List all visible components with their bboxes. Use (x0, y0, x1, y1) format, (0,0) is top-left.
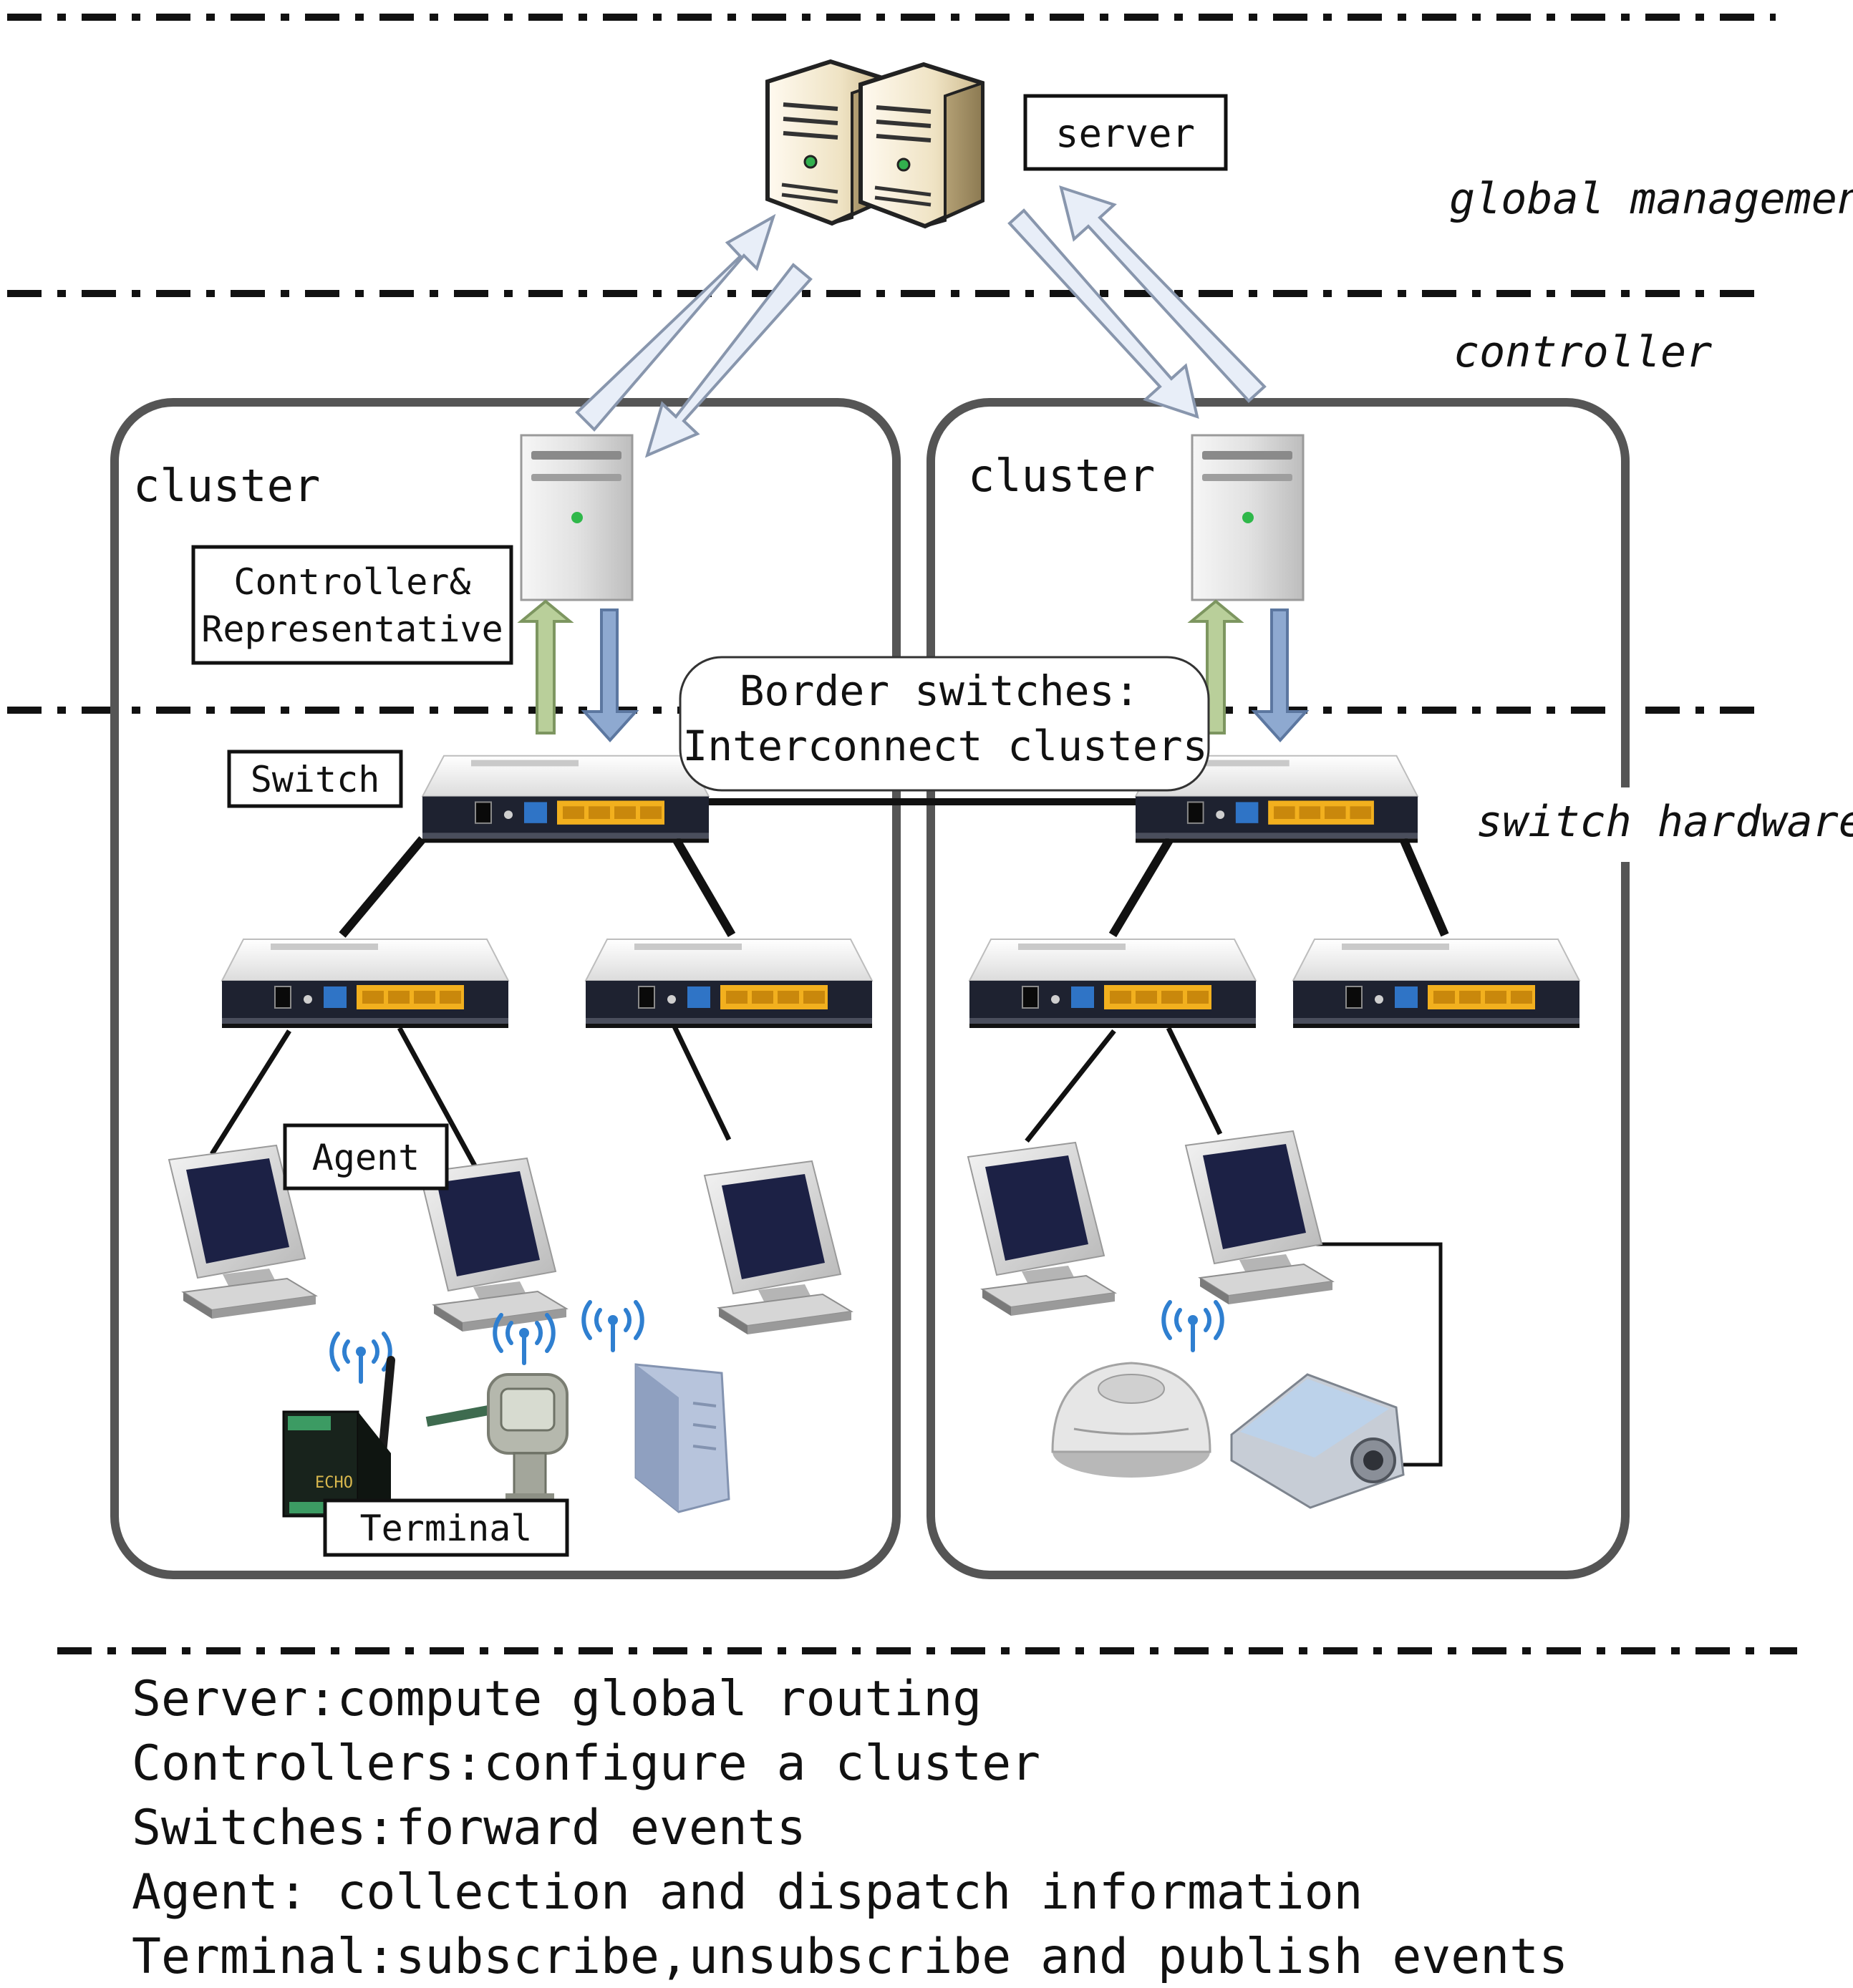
agent-label: Agent (312, 1137, 420, 1178)
cluster-frame-right (927, 398, 1630, 1579)
arrow-left-up (575, 213, 776, 432)
controller-right (1191, 434, 1305, 601)
terminal-tilt-sensor (1230, 1373, 1405, 1509)
server-tower-front (861, 64, 982, 226)
switch-hardware-label-bg (1393, 787, 1852, 862)
arrow-left-down (644, 263, 813, 458)
controller-representative-line2: Representative (201, 608, 503, 650)
border-switch-left (422, 755, 710, 844)
arrow-right-down (1007, 208, 1199, 420)
up-arrow-left (517, 599, 574, 734)
legend: Server:compute global routing Controller… (132, 1671, 1568, 1985)
border-switches-line2: Interconnect clusters (682, 722, 1207, 770)
controller-representative-line1: Controller& (233, 561, 470, 603)
layer-label-global-management: global management (1449, 174, 1853, 224)
arrow-right-up (1059, 185, 1267, 403)
border-switches-callout (679, 656, 1210, 792)
link-pc5-sensor (1282, 1242, 1443, 1467)
legend-agent: Agent: collection and dispatch informati… (132, 1864, 1363, 1921)
link-rmid1-pc4 (1025, 1029, 1116, 1143)
link-l-top-l-mid2 (672, 836, 736, 938)
layer-label-switch-hardware: switch hardware (1476, 797, 1853, 847)
terminal-wall-sensor (634, 1363, 730, 1513)
link-r-top-r-mid1 (1108, 836, 1174, 938)
cluster-frame-left (110, 398, 901, 1579)
wifi-icon (584, 1302, 642, 1350)
switch-label: Switch (251, 759, 380, 800)
agent-label-box (283, 1123, 449, 1191)
device-brand-label: ECHO (315, 1474, 353, 1492)
cluster-label-left: cluster (133, 460, 320, 512)
down-arrow-left (581, 608, 639, 742)
up-arrow-right (1187, 599, 1244, 734)
terminal-label-box (323, 1498, 569, 1557)
border-switches-line1: Border switches: (740, 666, 1140, 715)
terminal-label: Terminal (360, 1508, 533, 1549)
cluster-label-right: cluster (968, 450, 1155, 502)
agent-pc-5 (1185, 1130, 1333, 1305)
legend-terminal: Terminal:subscribe,unsubscribe and publi… (132, 1929, 1568, 1985)
down-arrow-right (1251, 608, 1310, 742)
link-l-top-l-mid1 (339, 836, 426, 938)
switch-left-1 (221, 939, 509, 1029)
network-links (210, 798, 1449, 1467)
terminal-pressure-transmitter (425, 1373, 569, 1511)
switch-right-2 (1292, 939, 1580, 1029)
wifi-icon (332, 1334, 390, 1382)
controller-switch-arrows (517, 599, 1310, 742)
switch-right-1 (969, 939, 1257, 1029)
link-r-top-r-mid2 (1399, 837, 1449, 937)
switch-left-2 (585, 939, 873, 1029)
controller-left (520, 434, 634, 601)
terminal-wireless-module: ECHO (282, 1356, 395, 1518)
legend-server: Server:compute global routing (132, 1671, 982, 1727)
agent-pc-4 (967, 1142, 1116, 1317)
legend-switches: Switches:forward events (132, 1800, 806, 1856)
layer-separators (7, 14, 1797, 1654)
wifi-icon (1163, 1302, 1222, 1350)
server-label-box (1023, 94, 1228, 171)
controller-representative-box (191, 545, 513, 665)
layer-label-controller: controller (1453, 327, 1712, 377)
link-mid1-pc2 (397, 1027, 478, 1168)
server-controller-arrows (575, 185, 1267, 458)
legend-controllers: Controllers:configure a cluster (132, 1735, 1040, 1792)
link-mid2-pc3 (672, 1025, 732, 1141)
server-label: server (1055, 111, 1195, 156)
link-mid1-pc1 (210, 1029, 291, 1155)
terminal-smoke-detector (1051, 1362, 1211, 1478)
agent-pc-3 (704, 1160, 852, 1335)
switch-label-box (227, 750, 403, 808)
link-rmid1-pc5 (1166, 1027, 1223, 1135)
